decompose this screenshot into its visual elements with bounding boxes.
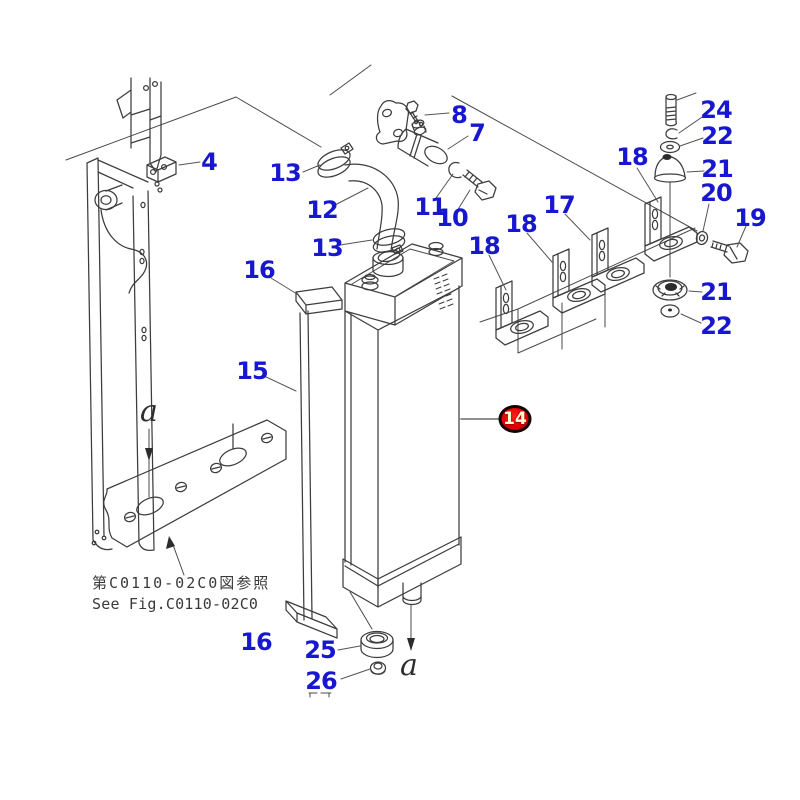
reference-note-japanese: 第C0110-02C0図参照 [92, 574, 271, 592]
mount-21-upper [653, 154, 687, 278]
callout-21-lower: 21 [700, 278, 732, 306]
tube-assembly-7 [375, 99, 448, 167]
callout-22-lower: 22 [700, 312, 732, 340]
callout-10: 10 [436, 204, 468, 232]
block-16-upper [295, 286, 343, 315]
washer-22-upper [659, 140, 681, 154]
view-label-a-upper: a [140, 394, 158, 429]
view-arrow-a-lower [407, 604, 415, 651]
reference-note-english: See Fig.C0110-02C0 [92, 595, 259, 613]
callout-4: 4 [201, 148, 218, 176]
callout-11: 11 [414, 193, 446, 221]
callout-22-upper: 22 [701, 122, 733, 150]
highlighted-callout-14: 14 [498, 405, 532, 433]
leader-lines [178, 92, 747, 680]
hose-clamp-13-upper [317, 142, 354, 178]
bracket-17 [591, 227, 645, 293]
stay-bar-15 [299, 310, 313, 621]
callout-15: 15 [236, 357, 268, 385]
callout-12: 12 [306, 196, 338, 224]
hose-12 [344, 163, 399, 252]
clamp-4 [146, 156, 177, 193]
callout-16-upper: 16 [243, 256, 275, 284]
block-16-lower [285, 600, 338, 639]
bracket-18-left [495, 280, 549, 346]
bolt-10 [462, 169, 497, 201]
callout-21-upper: 21 [701, 155, 733, 183]
radiator-14 [342, 241, 463, 630]
nut-26 [369, 661, 387, 675]
callout-19: 19 [734, 204, 766, 232]
callout-8: 8 [451, 101, 468, 129]
washer-20 [695, 230, 709, 246]
callout-13-lower: 13 [311, 234, 343, 262]
callout-25: 25 [304, 636, 336, 664]
bolt-19 [710, 240, 749, 264]
callout-13-upper: 13 [269, 159, 301, 187]
view-arrow-a-upper [145, 428, 153, 498]
view-label-a-lower: a [400, 648, 418, 683]
callout-18-middle: 18 [505, 210, 537, 238]
washer-11 [448, 161, 462, 179]
callout-20: 20 [700, 179, 732, 207]
stud-24 [665, 93, 678, 140]
frame-assembly [86, 77, 287, 551]
callout-7: 7 [469, 119, 486, 147]
callout-18-right: 18 [616, 143, 648, 171]
note-arrow [166, 536, 185, 576]
grommet-25 [360, 630, 394, 659]
callout-24: 24 [700, 96, 732, 124]
bolt-8 [405, 100, 421, 125]
callout-17: 17 [543, 191, 575, 219]
cropped-text-fragment [308, 692, 332, 698]
callout-26: 26 [305, 667, 337, 695]
mount-21-lower [652, 279, 688, 301]
callout-18-left: 18 [468, 232, 500, 260]
washer-22-lower [660, 304, 680, 318]
callout-16-lower: 16 [240, 628, 272, 656]
